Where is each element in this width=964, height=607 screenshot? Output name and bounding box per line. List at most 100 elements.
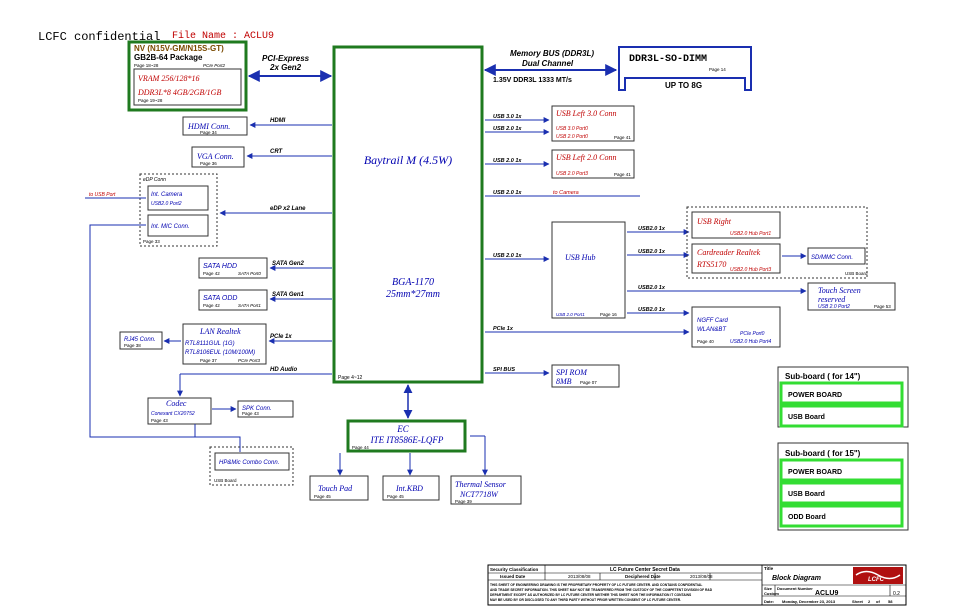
- mic-route-line: [89, 224, 241, 452]
- pcie-gen-label: 2x Gen2: [269, 63, 302, 72]
- ec-block: [346, 419, 467, 453]
- notice-line1: THIS SHEET OF ENGINEERING DRAWING IS THE…: [490, 583, 702, 587]
- doc-number: ACLU9: [815, 590, 838, 597]
- pcie-label: PCI-Express: [262, 54, 310, 63]
- thermal-block: [450, 475, 522, 505]
- ddr-size: UP TO 8G: [665, 81, 702, 90]
- kbd-block: [382, 475, 440, 501]
- custom-label: Custom: [764, 591, 779, 596]
- file-name-label: File Name : ACLU9: [172, 30, 274, 42]
- mic-block: [147, 214, 209, 237]
- usb-right-block: [691, 211, 781, 239]
- gpu-pcie-port: PCIe Port2: [203, 63, 226, 68]
- usb20-cam-label: USB 2.0 1x: [493, 190, 522, 196]
- issued-date: 2013/08/08: [568, 574, 591, 579]
- sata-gen2-label: SATA Gen2: [272, 261, 305, 267]
- ec-page: Page 44: [352, 445, 369, 450]
- usb-hub-block: [551, 221, 626, 319]
- spk-label: SPK Conn.: [242, 406, 272, 412]
- sheet-of: of: [876, 599, 880, 604]
- ngff-block: [691, 306, 781, 348]
- usb3-port2: USB 2.0 Port0: [556, 134, 588, 140]
- touch-screen-block: [807, 282, 896, 311]
- sata-hdd-label: SATA HDD: [203, 263, 237, 270]
- usb20b-label: USB 2.0 1x: [493, 158, 522, 164]
- thermal-page: Page 39: [455, 499, 472, 504]
- sata-gen1-label: SATA Gen1: [272, 292, 305, 298]
- vram-line2: DDR3L*8 4GB/2GB/1GB: [137, 88, 221, 97]
- mic-label: Int. MIC Conn.: [151, 224, 190, 230]
- deciphered-date: 2013/08/08: [690, 574, 713, 579]
- lan-title: LAN Realtek: [199, 327, 241, 336]
- ec-model: ITE IT8586E-LQFP: [370, 435, 444, 445]
- sheet-number: 2: [868, 599, 871, 604]
- lan-pcie-label: PCIe 1x: [270, 334, 292, 340]
- subboard15-power-label: POWER BOARD: [788, 469, 842, 476]
- cpu-package: BGA-1170: [392, 277, 434, 288]
- kbd-label: Int.KBD: [395, 484, 423, 493]
- notice-line4: MAY BE USED BY OR DISCLOSED TO ANY THIRD…: [490, 598, 681, 602]
- sata-odd-label: SATA ODD: [203, 295, 237, 302]
- kbd-page: Page 45: [387, 494, 404, 499]
- ngff-line1: NGFF Card: [697, 318, 729, 324]
- lan-block: [182, 323, 267, 365]
- company-secret-label: LC Future Center Secret Data: [610, 567, 680, 573]
- touch-line1: Touch Screen: [818, 286, 861, 295]
- cpu-page: Page 4~12: [338, 375, 363, 381]
- edp-group: [139, 173, 218, 247]
- date-label: Date:: [764, 599, 774, 604]
- vram-page: Page 19~28: [138, 98, 163, 103]
- spi-line1: SPI ROM: [556, 368, 588, 377]
- subboard15-item-odd: [779, 504, 904, 528]
- usb-hub-page: Page 16: [600, 312, 617, 317]
- hub-out4-label: USB2.0 1x: [638, 307, 666, 313]
- cardreader-port: USB2.0 Hub Port3: [730, 267, 771, 273]
- usb-right-port: USB2.0 Hub Port1: [730, 231, 771, 237]
- cardreader-model: RTS5170: [696, 260, 726, 269]
- ec-title: EC: [396, 424, 409, 434]
- lan-page: Page 37: [200, 358, 217, 363]
- cpu-name: Baytrail M (4.5W): [364, 153, 452, 167]
- sd-label: SD/MMC Conn.: [811, 255, 853, 261]
- rj45-block: [119, 331, 163, 350]
- usb3-title: USB Left 3.0 Conn: [556, 109, 616, 118]
- ngff-pcie-label: PCIe 1x: [493, 326, 514, 332]
- title-label: Title: [764, 566, 774, 571]
- ddr-name: DDR3L-SO-DIMM: [629, 54, 707, 65]
- odd-page: Page 42: [203, 303, 220, 308]
- dual-channel-label: Dual Channel: [522, 59, 574, 68]
- crt-link-label: CRT: [270, 149, 284, 155]
- usb20-hub-label: USB 2.0 1x: [493, 253, 522, 259]
- subboard14-item-usb: [779, 404, 904, 428]
- hdmi-link-label: HDMI: [270, 118, 286, 124]
- lan-line1: RTL8111GUL (1G): [185, 341, 235, 347]
- touch-line2: reserved: [818, 295, 846, 304]
- vram-block: [133, 68, 242, 106]
- usb3-block: [551, 105, 635, 142]
- hp-usb-board: USB Board: [214, 478, 237, 483]
- title-block: [487, 564, 907, 606]
- thermal-line2: NCT7718W: [459, 490, 499, 499]
- codec-page: Page 43: [151, 418, 168, 423]
- subboard15-odd-label: ODD Board: [788, 514, 826, 521]
- usb2-block: [551, 149, 635, 179]
- notice-line3: DEPARTMENT EXCEPT AS AUTHORIZED BY LC FU…: [490, 593, 692, 597]
- codec-block: [147, 397, 212, 425]
- subboard15-item-usb: [779, 481, 904, 505]
- rj45-label: RJ45 Conn.: [124, 337, 156, 343]
- hdd-port: SATA Port0: [238, 271, 261, 276]
- sec-class-label: Security Classification: [490, 567, 539, 572]
- subboard15-usb-label: USB Board: [788, 491, 825, 498]
- hub-out2-label: USB2.0 1x: [638, 249, 666, 255]
- ngff-line2: WLAN&BT: [697, 327, 727, 333]
- doc-number-label: Document Number: [777, 586, 813, 591]
- vram-line1: VRAM 256/128*16: [138, 74, 200, 83]
- edp-conn-label: eDP Conn: [143, 177, 166, 183]
- usb-board-label: USB Board: [845, 271, 868, 276]
- usb-hub-port: USB 2.0 Port1: [556, 312, 585, 317]
- ngff-usb: USB2.0 Hub Port4: [730, 339, 771, 345]
- odd-port: SATA Port1: [238, 303, 261, 308]
- cpu-block: [332, 45, 484, 384]
